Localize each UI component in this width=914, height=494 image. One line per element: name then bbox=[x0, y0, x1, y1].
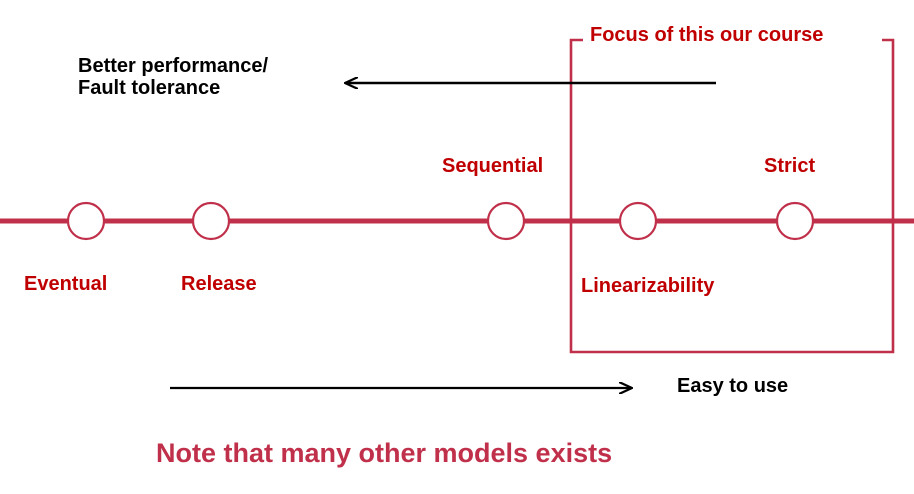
focus-highlight-box bbox=[569, 38, 895, 354]
node-label-eventual: Eventual bbox=[24, 273, 108, 295]
node-label-linearizability: Linearizability bbox=[581, 275, 715, 297]
footnote-other-models: Note that many other models exists bbox=[156, 438, 613, 468]
node-circle-sequential[interactable] bbox=[486, 201, 526, 241]
node-circle-linearizability[interactable] bbox=[618, 201, 658, 241]
node-label-strict: Strict bbox=[764, 155, 816, 177]
focus-box-title: Focus of this our course bbox=[590, 24, 824, 46]
node-circle-strict[interactable] bbox=[775, 201, 815, 241]
node-circle-eventual[interactable] bbox=[66, 201, 106, 241]
node-circle-release[interactable] bbox=[191, 201, 231, 241]
node-label-sequential: Sequential bbox=[442, 155, 544, 177]
easy-to-use-label: Easy to use bbox=[677, 375, 789, 397]
better-performance-label: Better performance/ Fault tolerance bbox=[78, 55, 269, 100]
node-label-release: Release bbox=[181, 273, 257, 295]
